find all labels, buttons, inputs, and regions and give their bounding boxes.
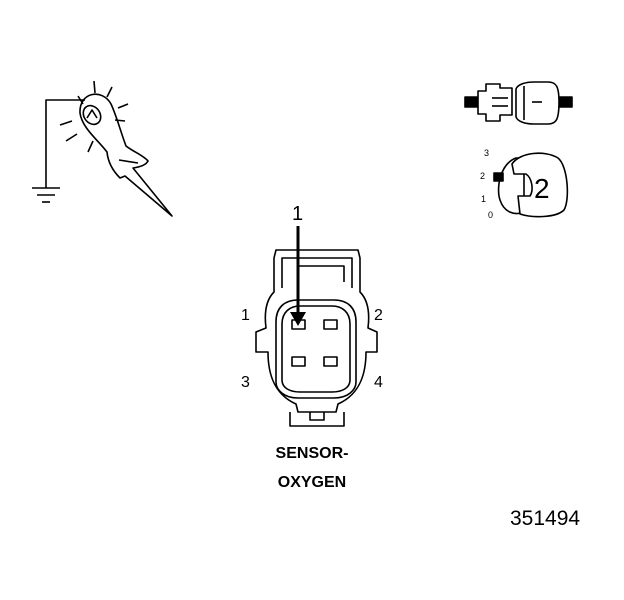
dial-mark-1: 1 bbox=[481, 194, 487, 204]
caption-line-2: OXYGEN bbox=[277, 474, 347, 491]
figure-id: 351494 bbox=[510, 507, 581, 530]
dial-value: 2 bbox=[534, 173, 550, 204]
ground-symbol-icon bbox=[32, 99, 85, 203]
dial-mark-3: 3 bbox=[484, 148, 490, 158]
selector-dial-icon bbox=[493, 152, 569, 218]
connector-adapter-icon bbox=[464, 81, 573, 125]
pointer-number-label: 1 bbox=[292, 203, 304, 225]
test-light-probe-icon bbox=[32, 80, 173, 217]
sensor-connector bbox=[255, 249, 378, 427]
pin-3-label: 3 bbox=[241, 374, 250, 391]
caption-line-1: SENSOR- bbox=[275, 445, 349, 462]
pin-2-label: 2 bbox=[374, 307, 383, 324]
dial-mark-2: 2 bbox=[480, 171, 486, 181]
pin-4-label: 4 bbox=[374, 374, 383, 391]
dial-mark-0: 0 bbox=[488, 210, 494, 220]
pin-1-label: 1 bbox=[241, 307, 250, 324]
pointer-arrow bbox=[290, 226, 306, 326]
